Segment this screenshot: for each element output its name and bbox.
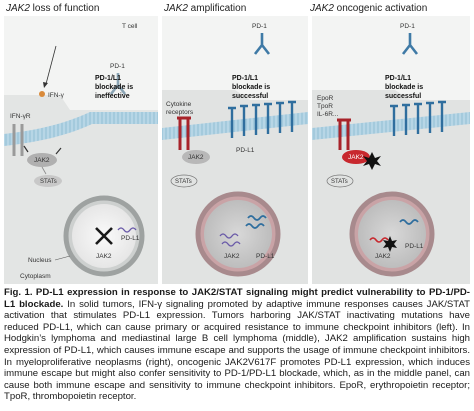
panel-jak2-oncogenic-activation: JAK2 oncogenic activation PD-1 PD-1/L1 b… [309, 3, 470, 284]
blockade-line-3: successful [232, 93, 268, 100]
pd1-receptor [401, 33, 419, 55]
stats-label: STATs [40, 179, 57, 185]
blockade-line-2: blockade is [385, 84, 423, 91]
cell-membrane [162, 112, 308, 140]
caption-title: Fig. 1. PD-L1 expression in response to … [4, 287, 470, 310]
pd1-label: PD-1 [252, 23, 267, 30]
pdl1-gene-wave [117, 227, 137, 233]
nucleus-inner [204, 200, 272, 268]
jak2-node [182, 150, 210, 164]
pd1-receptor [253, 33, 271, 55]
jak2-label: JAK2 [34, 157, 50, 164]
ifng-label: IFN-γ [48, 92, 65, 99]
mutation-star-icon [383, 236, 397, 252]
blockade-line-2: blockade is [95, 84, 133, 91]
pd1-label: PD-1 [400, 23, 415, 30]
jak2-node [342, 150, 370, 164]
ifng-molecule [39, 91, 45, 97]
stats-node [34, 175, 62, 187]
stats-node [326, 174, 354, 188]
cytokine-receptor [178, 118, 190, 150]
panel-jak2-amplification: JAK2 amplification PD-1 PD-1/L1 blockade… [162, 3, 308, 284]
pdl1-receptors [228, 100, 296, 138]
blockade-line-3: successful [385, 93, 421, 100]
cytokine-receptor [338, 120, 350, 150]
blockade-line-2: blockade is [232, 84, 270, 91]
panel-title: JAK2 oncogenic activation [309, 3, 427, 14]
jak2-nucleus-label: JAK2 [224, 253, 240, 260]
cell-membrane [4, 112, 158, 146]
tcell-region [162, 16, 308, 100]
stats-node [170, 174, 198, 188]
panel-title: JAK2 loss of function [5, 3, 99, 14]
receptors-line-2: TpoR [317, 103, 333, 110]
blockade-line-1: PD-1/L1 [385, 75, 411, 82]
jak2-node [27, 153, 57, 167]
stats-label: STATs [175, 179, 192, 185]
pd1-label: PD-1 [110, 63, 125, 70]
dna-crossed-out [95, 227, 113, 245]
panel-title: JAK2 amplification [163, 3, 246, 14]
pdl1-gene-waves [245, 215, 267, 229]
jak2-nucleus-label: JAK2 [375, 253, 391, 260]
jak2-label: JAK2 [348, 154, 364, 161]
tcell-label: T cell [122, 23, 138, 30]
pdl1-receptors [390, 100, 446, 136]
jak2-gene-wave [369, 237, 389, 243]
receptors-line-2: receptors [166, 109, 194, 116]
blockade-line-1: PD-1/L1 [95, 75, 121, 82]
nucleus-label: Nucleus [28, 257, 52, 264]
tcell-region [312, 16, 470, 100]
mutation-star-icon [363, 152, 381, 170]
pdl1-label: PD-L1 [236, 147, 255, 154]
receptors-line-3: IL-6R... [317, 111, 339, 118]
jak2-nucleus-label: JAK2 [96, 253, 112, 260]
pdl1-nucleus-label: PD-L1 [405, 243, 424, 250]
cytoplasm-label: Cytoplasm [20, 273, 51, 280]
jak2-gene-waves [219, 233, 241, 247]
figure-caption: Fig. 1. PD-L1 expression in response to … [4, 287, 470, 403]
stats-label: STATs [331, 179, 348, 185]
blockade-line-1: PD-1/L1 [232, 75, 258, 82]
receptors-line-1: EpoR [317, 95, 334, 102]
panel-jak2-loss-of-function: JAK2 loss of function T cell PD-1 PD-1/L… [4, 3, 158, 284]
ifng-arrow [45, 45, 57, 85]
ifngr-receptor [12, 124, 24, 156]
pdl1-label: PD-L1 [121, 235, 140, 242]
jak2-mutation-mark [23, 145, 62, 155]
receptors-line-1: Cytokine [166, 101, 192, 108]
blockade-line-3: ineffective [95, 93, 130, 100]
nucleus-inner [358, 200, 426, 268]
pdl1-nucleus-label: PD-L1 [256, 253, 275, 260]
ifngr-label: IFN-γR [10, 113, 31, 120]
jak2-label: JAK2 [188, 154, 204, 161]
caption-body: In solid tumors, IFN-γ signaling promote… [4, 298, 470, 403]
pdl1-gene-waves [399, 219, 419, 225]
pd1-receptor [109, 73, 127, 95]
